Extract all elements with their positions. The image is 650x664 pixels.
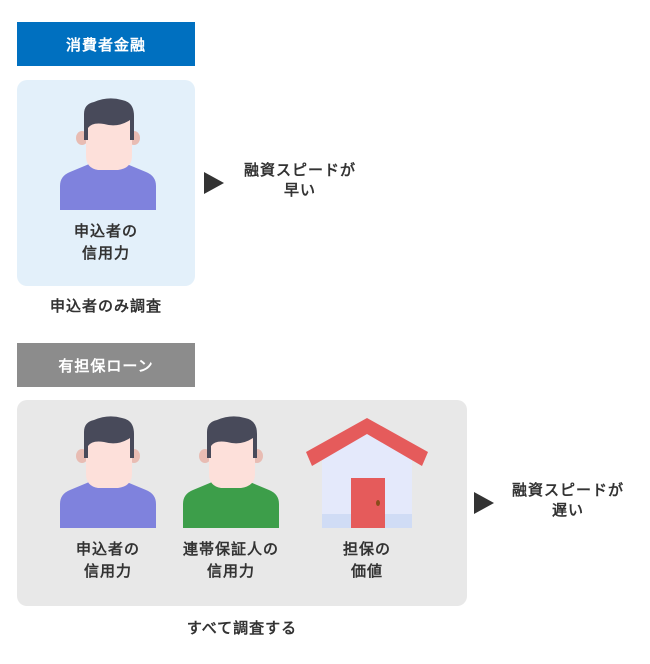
guarantor-caption: 連帯保証人の 信用力 — [161, 538, 301, 582]
result-line2: 遅い — [551, 501, 584, 519]
result-line1: 融資スピードが — [243, 161, 356, 179]
arrow-right-icon — [474, 492, 494, 514]
result-line1: 融資スピードが — [511, 481, 624, 499]
person-icon — [60, 98, 156, 210]
caption-line2: 信用力 — [81, 244, 130, 262]
collateral-caption: 担保の 価値 — [307, 538, 427, 582]
caption-line1: 担保の — [342, 540, 391, 558]
caption-line1: 申込者の — [75, 540, 140, 558]
caption-line2: 信用力 — [206, 562, 255, 580]
secured-loan-label: 有担保ローン — [17, 343, 195, 387]
consumer-finance-result: 融資スピードが 早い — [230, 160, 370, 200]
secured-loan-result: 融資スピードが 遅い — [498, 480, 638, 520]
secured-applicant-caption: 申込者の 信用力 — [48, 538, 168, 582]
consumer-applicant-caption: 申込者の 信用力 — [17, 220, 195, 264]
caption-line1: 連帯保証人の — [182, 540, 279, 558]
consumer-finance-label: 消費者金融 — [17, 22, 195, 66]
person-icon — [183, 416, 279, 528]
caption-line2: 価値 — [350, 562, 383, 580]
result-line2: 早い — [283, 181, 316, 199]
secured-loan-footer: すべて調査する — [186, 619, 298, 637]
consumer-finance-footer: 申込者のみ調査 — [49, 297, 162, 315]
arrow-right-icon — [204, 172, 224, 194]
caption-line1: 申込者の — [73, 222, 138, 240]
caption-line2: 信用力 — [83, 562, 132, 580]
house-icon — [306, 418, 428, 528]
person-icon — [60, 416, 156, 528]
